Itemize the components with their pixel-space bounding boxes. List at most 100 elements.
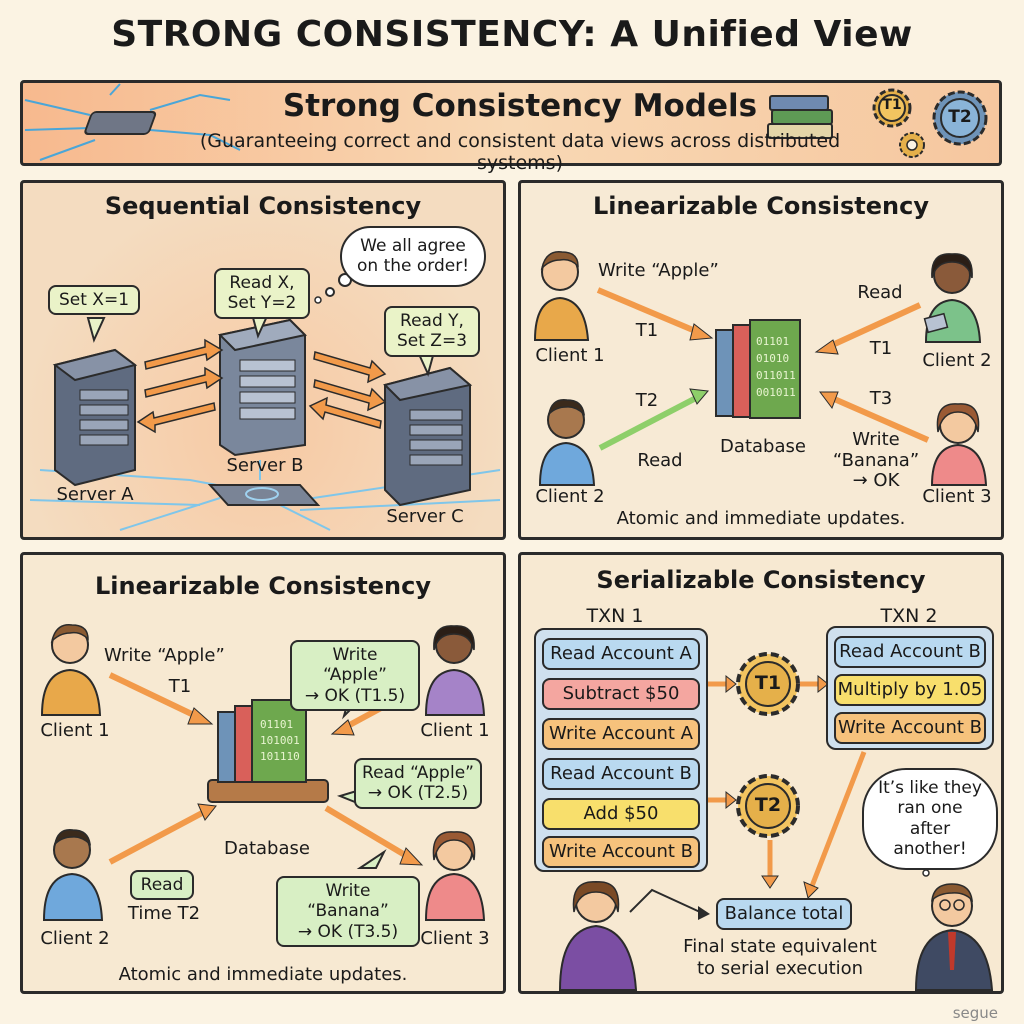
thought-line1: We all agree (360, 236, 466, 256)
client-1-right-avatar-icon (424, 625, 486, 716)
client-3-avatar-icon-bottom (424, 831, 486, 921)
server-b-label: Server B (226, 455, 304, 476)
txn1-op-4: Read Account B (542, 758, 700, 790)
page-title: STRONG CONSISTENCY: A Unified View (111, 14, 913, 55)
txn1-box: Read Account A Subtract $50 Write Accoun… (534, 628, 708, 872)
client-1-left-label: Client 1 (40, 720, 110, 741)
bubble-c-line1: Read Y, (400, 311, 464, 331)
t1-bottom-label: T1 (168, 676, 192, 697)
txn1-label: TXN 1 (586, 605, 644, 627)
txn2-op-2: Multiply by 1.05 (834, 674, 986, 706)
txn1-op-3: Write Account A (542, 718, 700, 750)
client-3-bottom-label: Client 3 (420, 928, 490, 949)
watermark: segue (952, 1004, 998, 1022)
svg-text:01010: 01010 (756, 352, 789, 365)
bubble-write-line1: Write “Apple” (323, 645, 387, 686)
small-gear-icon (899, 132, 925, 158)
client-2-left-avatar-icon (538, 399, 596, 486)
linearizable-top-title: Linearizable Consistency (592, 192, 930, 220)
bubble-read-line2: → OK (T2.5) (367, 783, 469, 804)
txn2-box: Read Account B Multiply by 1.05 Write Ac… (826, 626, 994, 750)
t1-left-label: T1 (635, 320, 659, 341)
client-2-right-avatar-icon (923, 253, 982, 343)
serializable-title: Serializable Consistency (596, 566, 926, 594)
arrow-client2-read-icon (108, 803, 217, 865)
balance-total-box: Balance total (716, 898, 852, 930)
banner-subtitle: (Guaranteeing correct and consistent dat… (199, 130, 841, 174)
thought-cloud: We all agree on the order! (340, 226, 486, 287)
database-bottom-label: Database (224, 838, 310, 859)
gear-icon-t1-serial (736, 652, 800, 716)
bubble-set-x: Set X=1 (48, 285, 140, 315)
arrow-db-to-client3-icon (324, 805, 424, 866)
client-2-label: Client 2 (40, 928, 110, 949)
banner-gear-t2-label: T2 (948, 107, 972, 127)
banner (20, 80, 1002, 166)
write-apple-label: Write “Apple” (598, 260, 719, 281)
svg-text:001011: 001011 (756, 386, 796, 399)
svg-text:01101: 01101 (756, 335, 789, 348)
linearizable-top-caption: Atomic and immediate updates. (616, 508, 906, 529)
write-banana-line3: → OK (852, 470, 900, 492)
write-banana-line2: “Banana” (832, 449, 920, 471)
bubble-read-line1: Read “Apple” (362, 763, 474, 783)
gear-t2-label: T2 (754, 794, 782, 816)
arrow-t1-to-txn2-icon (800, 674, 829, 694)
bubble-write-apple-ok: Write “Apple” → OK (T1.5) (290, 640, 420, 712)
server-c-label: Server C (386, 506, 464, 527)
man-avatar-icon (914, 883, 994, 991)
bubble-banana-line1: Write “Banana” (307, 881, 389, 922)
pointer-arrow-icon (629, 888, 710, 920)
server-c-icon (383, 366, 473, 507)
cloud-line1: It’s like they (878, 778, 982, 798)
client-1-left-avatar-icon (40, 624, 102, 716)
server-a-label: Server A (56, 484, 134, 505)
client-2-left-label: Client 2 (535, 486, 605, 507)
bubble-b-line2: Set Y=2 (227, 293, 297, 314)
t1-right-label: T1 (869, 338, 893, 359)
bubble-banana-line2: → OK (T3.5) (297, 921, 399, 942)
t2-label: T2 (635, 390, 659, 411)
client-2-right-label: Client 2 (922, 350, 992, 371)
sequential-title: Sequential Consistency (104, 192, 422, 220)
svg-text:011011: 011011 (756, 369, 796, 382)
svg-text:101001: 101001 (260, 734, 300, 747)
database-books-icon: 01101 01010 011011 001011 (715, 319, 801, 419)
server-a-icon (52, 348, 138, 487)
bubble-read-apple-ok: Read “Apple” → OK (T2.5) (354, 758, 482, 809)
bubble-read-x-set-y: Read X, Set Y=2 (214, 268, 310, 319)
time-t2-label: Time T2 (127, 903, 201, 924)
client-3-avatar-icon (930, 403, 988, 486)
arrows-a-b-icon (136, 338, 224, 434)
woman-avatar-icon (558, 881, 638, 991)
cloud-line3: another! (893, 839, 967, 860)
final-state-caption: Final state equivalent to serial executi… (660, 936, 900, 979)
gear-icon-t2 (932, 90, 988, 146)
arrow-client1-to-db-icon (596, 287, 714, 341)
client-2-avatar-icon (42, 829, 104, 921)
arrow-txn1-to-t2-icon (706, 790, 737, 810)
svg-text:101110: 101110 (260, 750, 300, 763)
serial-thought-cloud: It’s like they ran one after another! (862, 768, 998, 870)
txn1-op-5: Add $50 (542, 798, 700, 830)
linearizable-bottom-caption: Atomic and immediate updates. (118, 964, 408, 985)
arrow-db-to-client2-icon (598, 388, 709, 451)
t3-label: T3 (869, 388, 893, 409)
write-banana-line1: Write (852, 429, 900, 450)
gear-icon-t1 (872, 88, 912, 128)
arrow-client2right-to-db-icon (814, 302, 922, 355)
arrow-txn1-to-t1-icon (706, 674, 737, 694)
write-banana-label: Write “Banana” → OK (828, 429, 924, 492)
client-1-label: Client 1 (535, 345, 605, 366)
circuit-lines-icon (24, 83, 241, 161)
arrow-client3-to-db-icon (819, 391, 930, 443)
bubble-write-banana-ok: Write “Banana” → OK (T3.5) (276, 876, 420, 948)
bubble-read-y-set-z: Read Y, Set Z=3 (384, 306, 480, 357)
client-1-right-label: Client 1 (420, 720, 490, 741)
bubble-c-line2: Set Z=3 (396, 331, 468, 352)
